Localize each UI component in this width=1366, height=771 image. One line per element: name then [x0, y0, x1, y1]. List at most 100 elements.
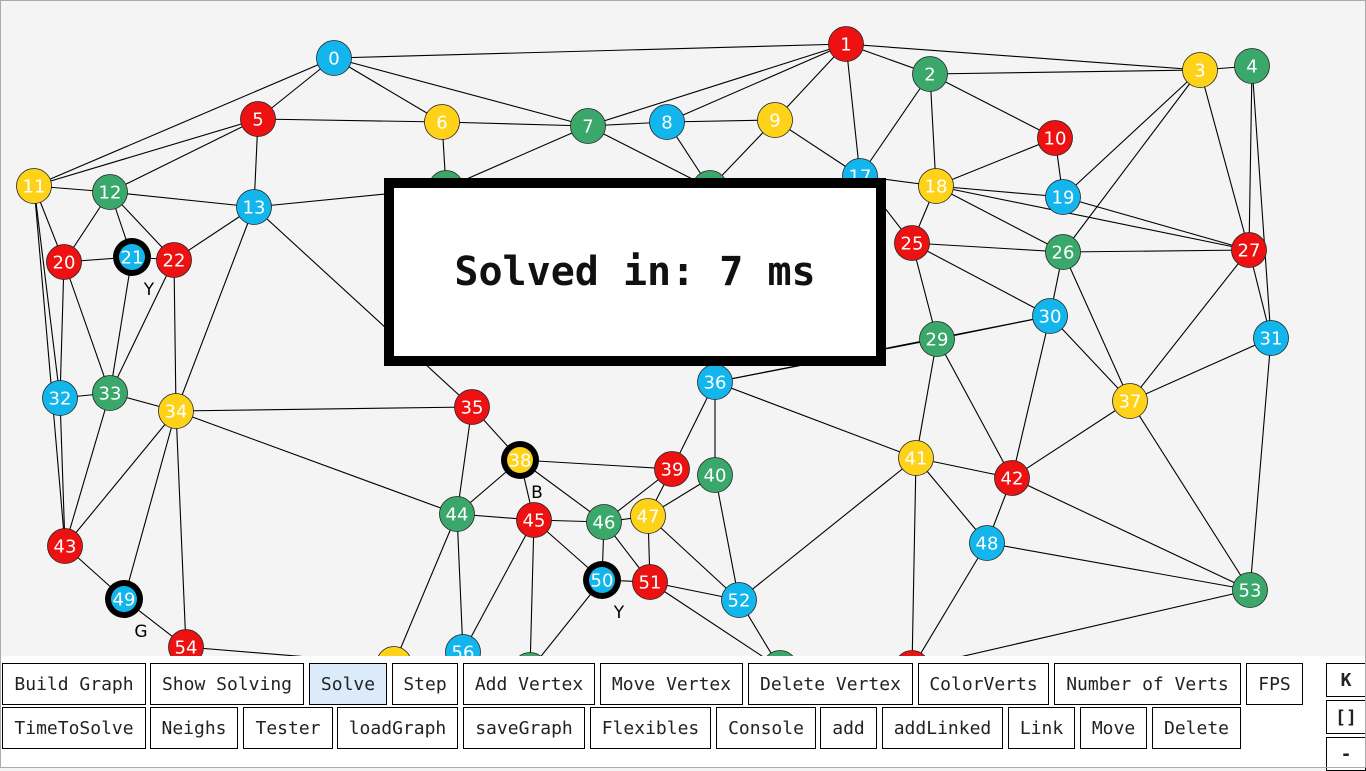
- vertex-53[interactable]: 53: [1232, 572, 1268, 608]
- edge-54-55: [185, 646, 352, 660]
- vertex-4[interactable]: 4: [1234, 48, 1270, 84]
- vertex-43[interactable]: 43: [47, 528, 83, 564]
- vertex-35[interactable]: 35: [454, 389, 490, 425]
- vertex-42[interactable]: 42: [994, 460, 1030, 496]
- edge-29-41: [915, 338, 938, 459]
- add-button[interactable]: add: [820, 707, 877, 749]
- edge-4-31: [1251, 65, 1272, 339]
- flexibles-button[interactable]: Flexibles: [590, 707, 711, 749]
- add-linked-button[interactable]: addLinked: [882, 707, 1003, 749]
- save-graph-button[interactable]: saveGraph: [463, 707, 585, 749]
- vertex-54[interactable]: 54: [168, 629, 204, 661]
- vertex-41[interactable]: 41: [898, 440, 934, 476]
- vertex-label: 18: [925, 177, 948, 198]
- vertex-52[interactable]: 52: [721, 582, 757, 618]
- color-verts-button[interactable]: ColorVerts: [918, 663, 1049, 705]
- move-button[interactable]: Move: [1080, 707, 1147, 749]
- vertex-label: 1: [840, 35, 851, 56]
- vertex-label: 53: [1239, 581, 1262, 602]
- number-of-verts-button[interactable]: Number of Verts: [1054, 663, 1241, 705]
- vertex-5[interactable]: 5: [240, 101, 276, 137]
- step-button[interactable]: Step: [392, 663, 458, 705]
- vertex-56[interactable]: 56: [445, 634, 481, 661]
- edge-5-12: [109, 118, 259, 193]
- k-button[interactable]: K: [1326, 663, 1366, 697]
- bracket-button[interactable]: []: [1326, 700, 1366, 734]
- vertex-label: 54: [175, 638, 198, 659]
- edge-6-7: [441, 121, 589, 127]
- vertex-label: 56: [452, 643, 475, 661]
- vertex-18[interactable]: 18: [918, 168, 954, 204]
- vertex-13[interactable]: 13: [236, 189, 272, 225]
- vertex-9[interactable]: 9: [757, 102, 793, 138]
- edge-1-7: [587, 43, 847, 127]
- solved-modal: Solved in: 7 ms: [384, 178, 886, 366]
- vertex-50[interactable]: 50Y: [583, 561, 625, 623]
- edge-0-11: [33, 57, 335, 187]
- edge-45-57: [529, 519, 535, 660]
- vertex-46[interactable]: 46: [586, 504, 622, 540]
- vertex-22[interactable]: 22: [156, 242, 192, 278]
- vertex-51[interactable]: 51: [632, 564, 668, 600]
- edge-1-8: [666, 43, 847, 123]
- time-to-solve-button[interactable]: TimeToSolve: [2, 707, 146, 749]
- vertex-21[interactable]: 21Y: [113, 238, 155, 300]
- fps-button[interactable]: FPS: [1246, 663, 1303, 705]
- minus-button[interactable]: -: [1326, 737, 1366, 771]
- vertex-7[interactable]: 7: [570, 108, 606, 144]
- edge-33-43: [64, 392, 111, 547]
- solve-button[interactable]: Solve: [309, 663, 387, 705]
- load-graph-button[interactable]: loadGraph: [337, 707, 458, 749]
- vertex-6[interactable]: 6: [424, 104, 460, 140]
- build-graph-button[interactable]: Build Graph: [2, 663, 146, 705]
- vertex-8[interactable]: 8: [649, 104, 685, 140]
- vertex-34[interactable]: 34: [158, 393, 194, 429]
- vertex-39[interactable]: 39: [654, 451, 690, 487]
- edge-37-53: [1129, 400, 1251, 591]
- vertex-47[interactable]: 47: [630, 498, 666, 534]
- edge-41-48: [915, 457, 988, 544]
- vertex-48[interactable]: 48: [969, 525, 1005, 561]
- vertex-38[interactable]: 38B: [501, 441, 543, 503]
- vertex-0[interactable]: 0: [316, 40, 352, 76]
- vertex-30[interactable]: 30: [1032, 298, 1068, 334]
- delete-vertex-button[interactable]: Delete Vertex: [748, 663, 913, 705]
- console-button[interactable]: Console: [716, 707, 816, 749]
- vertex-36[interactable]: 36: [697, 364, 733, 400]
- vertex-3[interactable]: 3: [1182, 52, 1218, 88]
- tester-button[interactable]: Tester: [243, 707, 333, 749]
- vertex-25[interactable]: 25: [894, 225, 930, 261]
- vertex-label: 44: [446, 505, 469, 526]
- vertex-2[interactable]: 2: [912, 56, 948, 92]
- vertex-label: 40: [704, 466, 727, 487]
- vertex-32[interactable]: 32: [42, 380, 78, 416]
- vertex-44[interactable]: 44: [439, 496, 475, 532]
- vertex-19[interactable]: 19: [1045, 179, 1081, 215]
- vertex-37[interactable]: 37: [1112, 383, 1148, 419]
- vertex-26[interactable]: 26: [1045, 234, 1081, 270]
- vertex-10[interactable]: 10: [1037, 120, 1073, 156]
- vertex-12[interactable]: 12: [92, 174, 128, 210]
- vertex-40[interactable]: 40: [697, 457, 733, 493]
- vertex-29[interactable]: 29: [919, 321, 955, 357]
- vertex-1[interactable]: 1: [828, 26, 864, 62]
- show-solving-button[interactable]: Show Solving: [150, 663, 304, 705]
- vertex-27[interactable]: 27: [1231, 232, 1267, 268]
- vertex-45[interactable]: 45: [516, 502, 552, 538]
- link-button[interactable]: Link: [1008, 707, 1075, 749]
- vertex-33[interactable]: 33: [92, 375, 128, 411]
- edge-35-44: [456, 406, 473, 515]
- add-vertex-button[interactable]: Add Vertex: [463, 663, 595, 705]
- vertex-label: 38: [509, 451, 532, 472]
- vertex-49[interactable]: 49G: [105, 580, 148, 642]
- neighs-button[interactable]: Neighs: [150, 707, 238, 749]
- vertex-label: 43: [54, 537, 77, 558]
- edge-2-10: [929, 73, 1056, 139]
- delete-button[interactable]: Delete: [1152, 707, 1241, 749]
- vertex-label: 34: [165, 402, 188, 423]
- move-vertex-button[interactable]: Move Vertex: [600, 663, 743, 705]
- vertex-31[interactable]: 31: [1253, 320, 1289, 356]
- vertex-20[interactable]: 20: [46, 244, 82, 280]
- vertex-11[interactable]: 11: [16, 168, 52, 204]
- vertex-label: 4: [1246, 57, 1257, 78]
